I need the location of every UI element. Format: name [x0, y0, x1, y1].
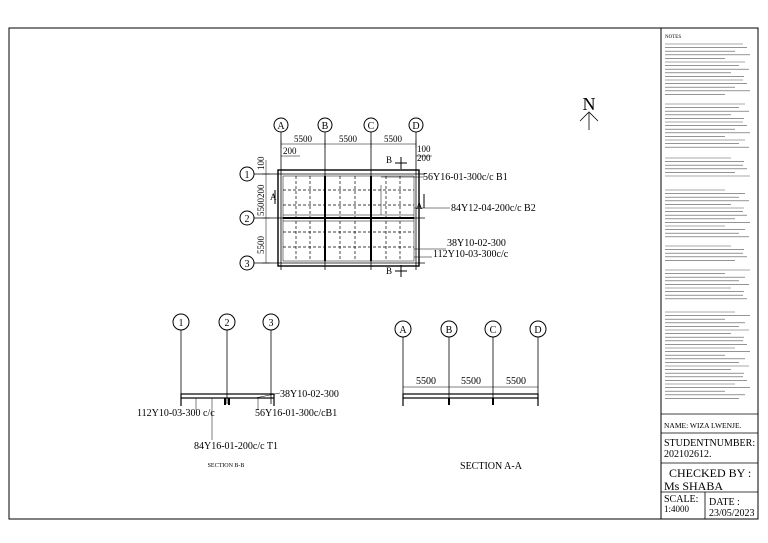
checked-by-value: Ms SHABA: [664, 479, 723, 493]
plan-dim-left-5500a: 5500: [256, 198, 266, 217]
saa-dim-3: 5500: [506, 376, 526, 387]
plan-bubble-2-label: 2: [245, 214, 250, 225]
saa-bubble-b-label: B: [446, 325, 453, 336]
plan-dim-left-5500b: 5500: [256, 236, 266, 255]
plan-view: A B C D 1 2 3: [239, 117, 536, 277]
scale-label: SCALE:: [664, 494, 698, 505]
plan-dims-top: 5500 5500 5500 200 100 200: [280, 134, 432, 163]
plan-dim-top-1: 5500: [294, 134, 313, 144]
sbb-label-left: 112Y10-03-300 c/c: [137, 408, 215, 419]
date-value: 23/05/2023: [709, 508, 755, 519]
plan-section-markers: B B A A: [270, 155, 425, 277]
plan-bubble-1-label: 1: [245, 170, 250, 181]
plan-dim-200-right: 200: [417, 153, 431, 163]
north-arrow: N: [579, 94, 599, 130]
sbb-bubble-1-label: 1: [179, 318, 184, 329]
saa-dim-2: 5500: [461, 376, 481, 387]
plan-dim-top-3: 5500: [384, 134, 403, 144]
plan-dims-left: 100 200 5500 5500: [256, 156, 270, 264]
plan-row-bubbles: 1 2 3: [239, 166, 255, 271]
notes-title: NOTES: [665, 35, 681, 40]
plan-rebar-b1: 56Y16-01-300c/c B1: [423, 172, 508, 183]
sbb-title: SECTION B-B: [208, 463, 245, 469]
saa-bubble-c-label: C: [490, 325, 497, 336]
student-number-label: STUDENTNUMBER:: [664, 438, 755, 449]
saa-bubble-d-label: D: [534, 325, 541, 336]
plan-dim-left-200: 200: [256, 184, 266, 198]
plan-rebar-labels: 56Y16-01-300c/c B1 84Y12-04-200c/c B2 38…: [380, 172, 536, 260]
saa-dim-1: 5500: [416, 376, 436, 387]
saa-title: SECTION A-A: [460, 461, 523, 472]
saa-slab: [402, 393, 539, 399]
plan-beams: [283, 176, 414, 261]
name-field: NAME: WIZA LWENJE.: [664, 421, 742, 430]
student-number-value: 202102612.: [664, 449, 712, 460]
plan-bubble-d-label: D: [412, 121, 419, 132]
plan-bubble-c-label: C: [368, 121, 375, 132]
plan-rebar-t2: 112Y10-03-300c/c: [433, 249, 509, 260]
sbb-bubble-3-label: 3: [269, 318, 274, 329]
plan-dim-200-left: 200: [283, 146, 297, 156]
section-bb: 1 2 3 38Y10-02-300 112Y10-03-300 c/c 56Y…: [137, 313, 339, 469]
date-label: DATE :: [709, 497, 740, 508]
plan-dim-100-right: 100: [417, 144, 431, 154]
plan-dim-top-2: 5500: [339, 134, 358, 144]
plan-col-bubbles: A B C D: [273, 117, 424, 133]
plan-slab-outline: [277, 169, 420, 267]
scale-value: 1:4000: [664, 504, 690, 514]
plan-section-a-right: A: [416, 201, 423, 211]
plan-bubble-a-label: A: [277, 121, 285, 132]
sbb-label-top-right: 38Y10-02-300: [280, 389, 339, 400]
sbb-label-right: 56Y16-01-300c/cB1: [255, 408, 337, 419]
plan-bubble-b-label: B: [322, 121, 329, 132]
notes-text-lines: [665, 43, 750, 399]
plan-bubble-3-label: 3: [245, 259, 250, 270]
section-aa: A B C D 5500 5500 5500 SECTION A-A: [394, 320, 547, 472]
sbb-bubble-2-label: 2: [225, 318, 230, 329]
sbb-slab: [180, 393, 275, 399]
plan-dim-left-100: 100: [256, 156, 266, 170]
plan-rebar-b2: 84Y12-04-200c/c B2: [451, 203, 536, 214]
outer-border: [8, 27, 759, 520]
checked-by-label: CHECKED BY :: [669, 466, 751, 480]
plan-section-b-bottom: B: [386, 266, 392, 276]
plan-section-b-top: B: [386, 155, 392, 165]
saa-bubble-a-label: A: [399, 325, 407, 336]
north-label: N: [583, 94, 596, 114]
plan-rebar-t1: 38Y10-02-300: [447, 238, 506, 249]
plan-section-a-left: A: [270, 192, 277, 202]
plan-grid-lines: [254, 132, 425, 270]
sbb-label-bottom: 84Y16-01-200c/c T1: [194, 441, 278, 452]
title-block: NOTES NAME: WIZA LWENJE. STUDENTNUMBER: …: [661, 35, 758, 519]
